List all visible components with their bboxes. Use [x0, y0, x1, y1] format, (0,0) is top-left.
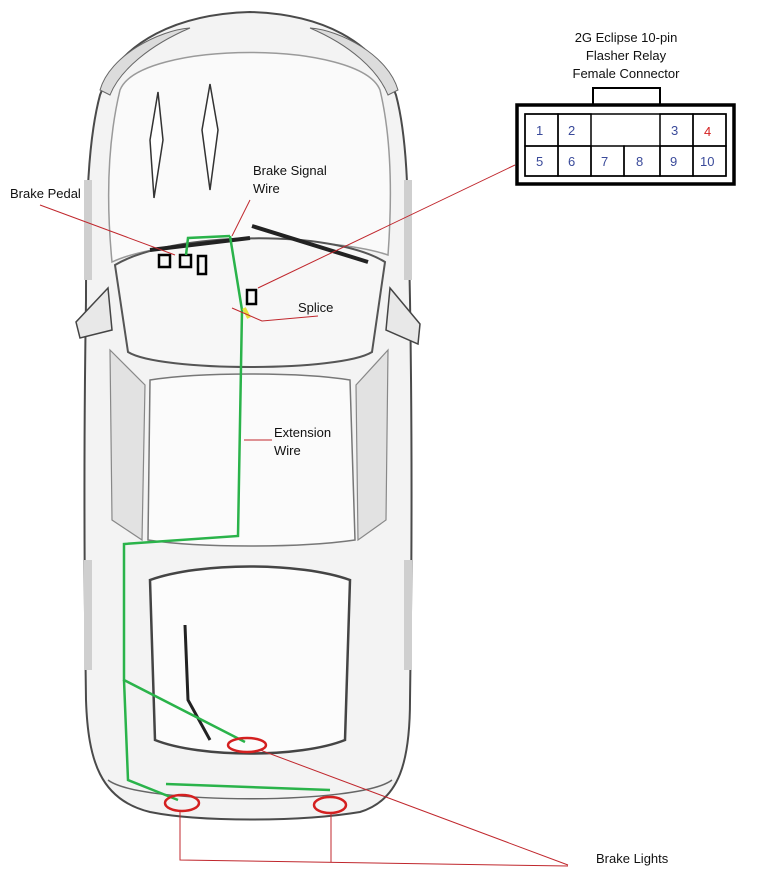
pin-label-10: 10: [700, 154, 714, 169]
mirror-left: [75, 286, 113, 339]
side-window-left: [109, 348, 146, 542]
roof-panel: [147, 373, 356, 547]
hood-vent-left: [149, 91, 164, 199]
wiper-right: [251, 224, 369, 264]
leader-brake-lights-bottom: [179, 810, 569, 867]
headlight-left: [99, 27, 191, 96]
label-extension-wire-line1: Extension: [274, 425, 331, 440]
brake-signal-wire: [184, 234, 231, 256]
mirror-right: [385, 286, 421, 346]
brake-light-center: [226, 736, 268, 754]
pin-label-1: 1: [536, 123, 543, 138]
windshield: [113, 237, 387, 368]
pin-label-9: 9: [670, 154, 677, 169]
pin-label-6: 6: [568, 154, 575, 169]
fender-front-left: [84, 180, 92, 280]
connector-pinout: 2G Eclipse 10-pin Flasher Relay Female C…: [515, 30, 736, 186]
leader-connector: [257, 164, 516, 289]
brake-light-left: [163, 793, 201, 813]
pin-label-4: 4: [704, 124, 711, 139]
brake-pedal-box: [157, 253, 172, 269]
extension-wire-left-light: [122, 679, 179, 802]
rear-wiper: [183, 624, 212, 741]
splice-mark: [242, 307, 251, 319]
connector-inner: [524, 113, 727, 177]
rear-hatch-glass: [148, 565, 352, 755]
pin-label-3: 3: [671, 123, 678, 138]
side-window-right: [355, 348, 389, 542]
label-splice: Splice: [298, 300, 333, 315]
pin-cell-10: [692, 145, 727, 177]
hood-panel: [107, 51, 392, 264]
pin-label-8: 8: [636, 154, 643, 169]
extension-wire-trunk: [122, 235, 246, 744]
brake-switch-box: [178, 253, 193, 269]
pin-label-7: 7: [601, 154, 608, 169]
brake-light-right: [312, 795, 348, 815]
connector-title-line3: Female Connector: [573, 66, 681, 81]
label-brake-signal-wire-line1: Brake Signal: [253, 163, 327, 178]
connector-title-line1: 2G Eclipse 10-pin: [575, 30, 678, 45]
label-extension-wire-line2: Wire: [274, 443, 301, 458]
pin-label-2: 2: [568, 123, 575, 138]
headlight-right: [309, 27, 399, 96]
leader-lines: [39, 164, 569, 867]
rear-bumper: [107, 779, 393, 800]
leader-splice: [231, 307, 319, 322]
car-top-view: [75, 10, 421, 821]
wiring-harness: [122, 234, 331, 802]
hood-vent-right: [201, 83, 219, 191]
leader-brake-pedal: [39, 204, 176, 256]
label-brake-signal-wire-line2: Wire: [253, 181, 280, 196]
leader-brake-light-center: [259, 749, 569, 866]
extension-wire-right-light: [165, 782, 331, 792]
fender-rear-left: [84, 560, 92, 670]
fender-front-right: [404, 180, 412, 280]
relay-box-a: [196, 254, 208, 276]
pin-label-5: 5: [536, 154, 543, 169]
flasher-relay-box: [245, 288, 258, 306]
leader-brake-signal: [231, 199, 251, 237]
label-brake-lights: Brake Lights: [596, 851, 669, 866]
connector-title-line2: Flasher Relay: [586, 48, 667, 63]
label-brake-pedal: Brake Pedal: [10, 186, 81, 201]
fender-rear-right: [404, 560, 412, 670]
wiper-left: [149, 236, 251, 252]
